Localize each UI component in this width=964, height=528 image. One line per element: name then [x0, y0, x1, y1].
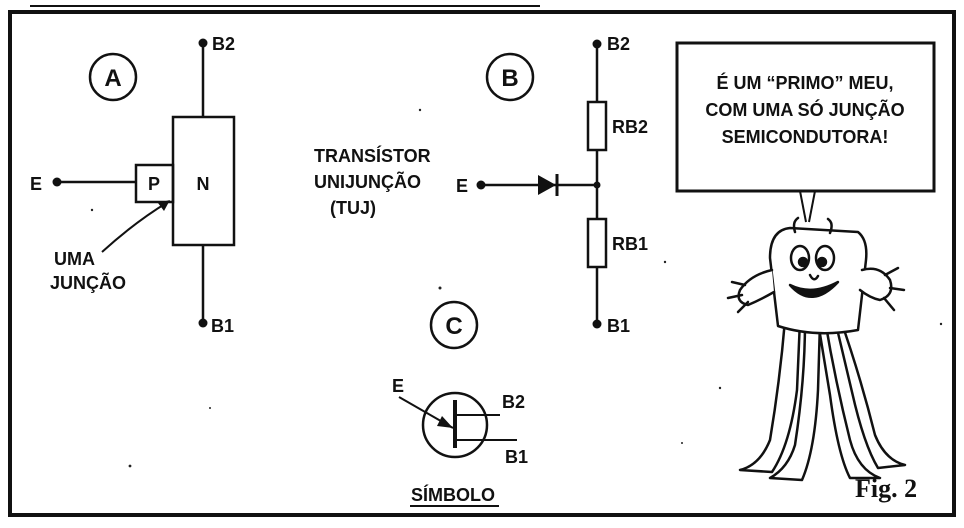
device-name-text: TRANSÍSTOR UNIJUNÇÃO (TUJ) [314, 145, 431, 218]
resistor-rb2 [586, 100, 608, 152]
label-b-circle [485, 52, 535, 102]
junction-arrow-head [158, 200, 170, 211]
junction-arrow-line [101, 201, 169, 253]
cartoon-chip-character-icon [726, 216, 907, 482]
diagram-c: C E B2 B1 SÍMBOLO [392, 300, 528, 507]
outer-frame [8, 10, 956, 517]
speech-bubble-tail-right [808, 190, 816, 223]
terminal-b1-b: B1 [607, 316, 630, 336]
symbol-terminal-b2: B2 [502, 392, 525, 412]
symbol-terminal-b1: B1 [505, 447, 528, 467]
terminal-b2-b: B2 [607, 34, 630, 54]
junction-label-line2: JUNÇÃO [50, 272, 126, 293]
speech-bubble: É UM “PRIMO” MEU, COM UMA SÓ JUNÇÃO SEMI… [675, 41, 936, 223]
label-c: C [445, 313, 462, 340]
speech-bubble-tail-left [799, 190, 807, 223]
symbol-terminal-e: E [392, 376, 404, 396]
middle-text-line1: TRANSÍSTOR [314, 145, 431, 166]
resistor-rb2-label: RB2 [612, 117, 648, 137]
label-a: A [104, 65, 121, 92]
speech-bubble-box [675, 41, 936, 193]
middle-text-line3: (TUJ) [330, 198, 376, 218]
symbol-circle [421, 391, 489, 459]
terminal-b1-a: B1 [211, 316, 234, 336]
scan-specks [90, 108, 943, 468]
terminal-e-b: E [456, 176, 468, 196]
p-region-block [134, 163, 175, 204]
middle-text-line2: UNIJUNÇÃO [314, 171, 421, 192]
resistor-rb1-label: RB1 [612, 234, 648, 254]
terminal-e-a: E [30, 174, 42, 194]
speech-line3: SEMICONDUTORA! [722, 127, 889, 147]
speech-line1: É UM “PRIMO” MEU, [716, 72, 893, 93]
figure-label: Fig. 2 [855, 474, 917, 503]
label-c-circle [429, 300, 479, 350]
region-n-label: N [197, 174, 210, 194]
diode-triangle [538, 175, 556, 195]
label-a-circle [88, 52, 138, 102]
resistor-rb1 [586, 217, 608, 269]
b1-terminal-dot [198, 318, 208, 328]
symbol-emitter-arrow [437, 416, 453, 428]
terminal-b2-a: B2 [212, 34, 235, 54]
diagram-a: A B2 N P E B1 UMA JUNÇÃO [30, 34, 236, 336]
speech-line2: COM UMA SÓ JUNÇÃO [705, 99, 904, 120]
junction-label-line1: UMA [54, 249, 95, 269]
b1-terminal-dot-b [592, 319, 602, 329]
symbol-caption: SÍMBOLO [411, 484, 495, 505]
region-p-label: P [148, 174, 160, 194]
diagram-b: B B2 RB2 RB1 B1 E [456, 34, 648, 336]
label-b: B [501, 65, 518, 92]
